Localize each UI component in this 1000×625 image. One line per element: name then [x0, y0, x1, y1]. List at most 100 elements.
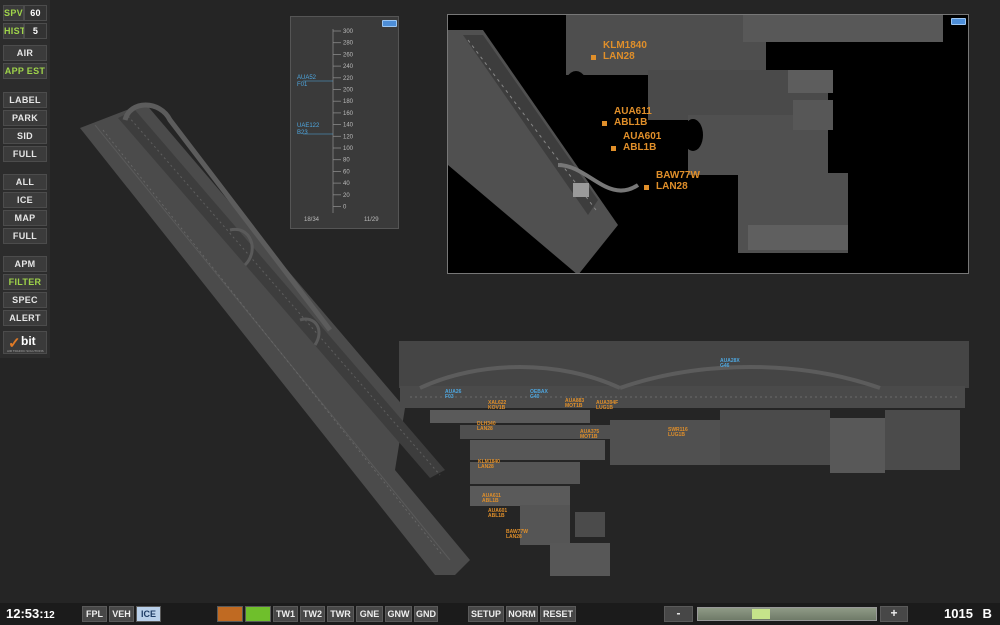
aircraft-symbol-icon [602, 121, 607, 126]
tape-tick-label: 100 [343, 146, 354, 152]
vendor-logo: ✓ bit AIR TRAFFIC SOLUTIONS [3, 331, 47, 354]
aircraft-callsign: SWR116 [668, 427, 688, 433]
control-sidebar: SPV 60 HIST 5 AIR APP EST LABEL PARK SID… [0, 0, 50, 358]
aircraft-callsign: AUA601 [488, 508, 508, 514]
tape-tick-label: 200 [343, 88, 354, 94]
zoom-in-button[interactable]: + [880, 606, 908, 622]
minimize-zoom-button[interactable] [951, 18, 966, 25]
tape-tick-label: 140 [343, 123, 354, 129]
tape-tag-aua52[interactable]: AUA52 F01 [297, 75, 316, 89]
aircraft-route: G40 [530, 394, 540, 401]
sid-button[interactable]: SID [3, 128, 47, 144]
label-button[interactable]: LABEL [3, 92, 47, 108]
aircraft-route: F03 [445, 394, 454, 401]
tape-tick-label: 300 [343, 29, 354, 35]
hist-button[interactable]: HIST [3, 23, 25, 39]
tape-tick-label: 80 [343, 158, 350, 164]
tape-tick-label: 240 [343, 64, 354, 70]
clock: 12:53:12 [6, 606, 55, 621]
tape-tag-uae122[interactable]: UAE122 B23 [297, 123, 319, 137]
park-button[interactable]: PARK [3, 110, 47, 126]
aircraft-callsign: AUA375 [580, 429, 600, 435]
tw2-button[interactable]: TW2 [300, 606, 325, 622]
filter-button[interactable]: FILTER [3, 274, 47, 290]
range-slider-thumb[interactable] [752, 609, 770, 619]
gne-button[interactable]: GNE [356, 606, 383, 622]
spv-value[interactable]: 60 [24, 5, 47, 21]
spv-button[interactable]: SPV [3, 5, 24, 21]
minimize-tape-button[interactable] [382, 20, 397, 27]
airport-map[interactable] [0, 0, 1000, 600]
range-slider[interactable] [697, 607, 877, 621]
hist-value[interactable]: 5 [24, 23, 47, 39]
reset-button[interactable]: RESET [540, 606, 576, 622]
apm-button[interactable]: APM [3, 256, 47, 272]
aircraft-callsign: AUA601 [623, 131, 662, 142]
aircraft-callsign: XAL622 [488, 400, 507, 406]
veh-button[interactable]: VEH [109, 606, 134, 622]
tape-tick-label: 40 [343, 181, 350, 187]
aircraft-route: ABL1B [488, 513, 505, 520]
aircraft-route: LAN28 [506, 534, 522, 541]
aircraft-route: LAN28 [656, 180, 688, 192]
runway-left-label: 18/34 [304, 217, 320, 223]
aircraft-route: LUG1B [668, 432, 685, 439]
ice-toggle-button[interactable]: ICE [136, 606, 161, 622]
fpl-button[interactable]: FPL [82, 606, 107, 622]
zoom-out-button[interactable]: - [664, 606, 693, 622]
twr-button[interactable]: TWR [327, 606, 354, 622]
spec-button[interactable]: SPEC [3, 292, 47, 308]
all-button[interactable]: ALL [3, 174, 47, 190]
tape-tag-sub: B23 [297, 130, 308, 136]
gnw-button[interactable]: GNW [385, 606, 412, 622]
aircraft-symbol-icon [591, 55, 596, 60]
range-value: 1015 [944, 606, 973, 621]
logo-word: bit [21, 334, 36, 348]
app-est-button[interactable]: APP EST [3, 63, 47, 79]
setup-button[interactable]: SETUP [468, 606, 504, 622]
ice-button[interactable]: ICE [3, 192, 47, 208]
tape-tick-label: 280 [343, 41, 354, 47]
norm-button[interactable]: NORM [506, 606, 538, 622]
tape-scale: 3002802602402202001801601401201008060402… [303, 29, 354, 213]
orange-mode-button[interactable] [217, 606, 243, 622]
tape-tick-label: 120 [343, 134, 354, 140]
full-label-button[interactable]: FULL [3, 146, 47, 162]
aircraft-route: ABL1B [614, 116, 648, 128]
logo-tagline: AIR TRAFFIC SOLUTIONS [7, 349, 44, 353]
map-button[interactable]: MAP [3, 210, 47, 226]
gnd-button[interactable]: GND [414, 606, 438, 622]
aircraft-route: LAN28 [603, 50, 635, 62]
aircraft-symbol-icon [611, 146, 616, 151]
aircraft-callsign: AUA611 [482, 493, 501, 499]
tape-tick-label: 60 [343, 169, 350, 175]
aircraft-callsign: BAW77W [656, 170, 700, 181]
aircraft-callsign: AUA883 [565, 398, 585, 404]
tape-tag-sub: F01 [297, 82, 308, 88]
air-button[interactable]: AIR [3, 45, 47, 61]
alert-button[interactable]: ALERT [3, 310, 47, 326]
green-mode-button[interactable] [245, 606, 271, 622]
aircraft-route: ABL1B [482, 498, 499, 505]
full-map-button[interactable]: FULL [3, 228, 47, 244]
tw1-button[interactable]: TW1 [273, 606, 298, 622]
